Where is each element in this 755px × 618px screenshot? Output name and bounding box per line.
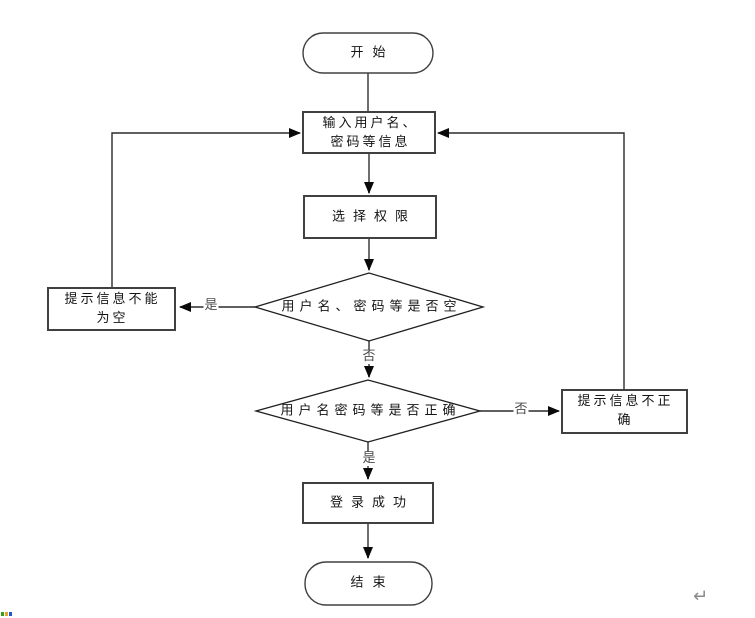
end-label: 结束 (350, 575, 395, 591)
corner-artifact-dot (5, 612, 8, 616)
select-permission-label: 选择权限 (331, 209, 417, 225)
line-break-mark: ↵ (693, 586, 709, 607)
prompt-empty-line2: 为空 (96, 311, 129, 326)
corner-artifact-dot (1, 612, 4, 616)
prompt-incorrect-line2: 确 (617, 413, 634, 428)
prompt-incorrect-shape (561, 389, 688, 434)
prompt-incorrect-line1: 提示信息不正 (577, 394, 674, 409)
end-terminator-shape (304, 561, 433, 606)
edge-label-empty-no: 否 (361, 349, 377, 364)
login-success-shape (302, 482, 434, 524)
prompt-incorrect-label: 提示信息不正 确 (574, 392, 673, 430)
input-info-shape (302, 111, 436, 154)
corner-artifact (1, 612, 12, 616)
check-correct-decision-shape (253, 379, 483, 443)
check-empty-decision-shape (252, 272, 486, 342)
input-info-label: 输入用户名、 密码等信息 (319, 114, 418, 152)
check-empty-label: 用户名、密码等是否空 (281, 299, 462, 315)
start-label: 开始 (350, 45, 395, 61)
check-correct-label: 用户名密码等是否正确 (280, 403, 461, 419)
edge-label-empty-yes: 是 (203, 298, 219, 313)
select-permission-shape (303, 195, 437, 239)
prompt-empty-label: 提示信息不能 为空 (61, 290, 160, 328)
start-terminator-shape (302, 32, 434, 74)
corner-artifact-dot (9, 612, 12, 616)
prompt-empty-line1: 提示信息不能 (64, 292, 161, 307)
login-success-label: 登录成功 (329, 495, 415, 511)
input-info-line1: 输入用户名、 (322, 116, 419, 131)
edge-label-correct-yes: 是 (361, 451, 377, 466)
edge-label-correct-no: 否 (513, 402, 529, 417)
edge-prompt-empty-to-input (111, 128, 301, 288)
edge-prompt-incorrect-to-input (437, 128, 625, 390)
input-info-line2: 密码等信息 (330, 135, 411, 150)
prompt-empty-shape (47, 287, 176, 331)
